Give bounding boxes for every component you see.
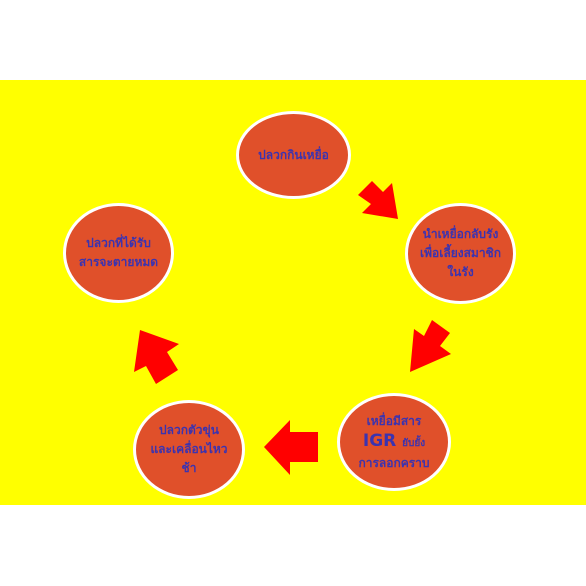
node-carry-bait-to-nest: นำเหยื่อกลับรัง เพื่อเลี้ยงสมาชิก ในรัง bbox=[405, 203, 516, 304]
node-text: ปลวกตัวขุ่น bbox=[159, 423, 219, 437]
arrow-right-to-bottom-right bbox=[410, 320, 451, 372]
arrow-bottom-right-to-bottom-left bbox=[264, 420, 318, 475]
node-text: IGR ยับยั้ง bbox=[363, 431, 425, 454]
node-igr-inhibits-molting: เหยื่อมีสาร IGR ยับยั้ง การลอกคราบ bbox=[337, 393, 451, 491]
node-text: เพื่อเลี้ยงสมาชิก bbox=[420, 246, 501, 260]
igr-suffix: ยับยั้ง bbox=[402, 437, 426, 449]
arrow-bottom-left-to-left bbox=[134, 330, 179, 384]
node-text: ปลวกกินเหยื่อ bbox=[258, 147, 329, 162]
node-termites-die: ปลวกที่ได้รับ สารจะตายหมด bbox=[63, 203, 174, 303]
node-text: การลอกคราบ bbox=[358, 455, 430, 470]
node-text: ปลวกที่ได้รับ bbox=[86, 236, 151, 250]
node-text: และเคลื่อนไหว bbox=[150, 442, 228, 456]
node-termite-slows: ปลวกตัวขุ่น และเคลื่อนไหว ช้า bbox=[133, 400, 245, 499]
igr-label: IGR bbox=[362, 430, 397, 451]
node-text: ในรัง bbox=[447, 265, 474, 279]
node-text: ช้า bbox=[181, 461, 197, 475]
node-termite-eats-bait: ปลวกกินเหยื่อ bbox=[236, 111, 351, 199]
node-text: นำเหยื่อกลับรัง bbox=[422, 227, 499, 241]
arrow-top-to-right bbox=[358, 181, 398, 219]
node-text: สารจะตายหมด bbox=[78, 255, 159, 269]
node-text: เหยื่อมีสาร bbox=[366, 413, 422, 428]
